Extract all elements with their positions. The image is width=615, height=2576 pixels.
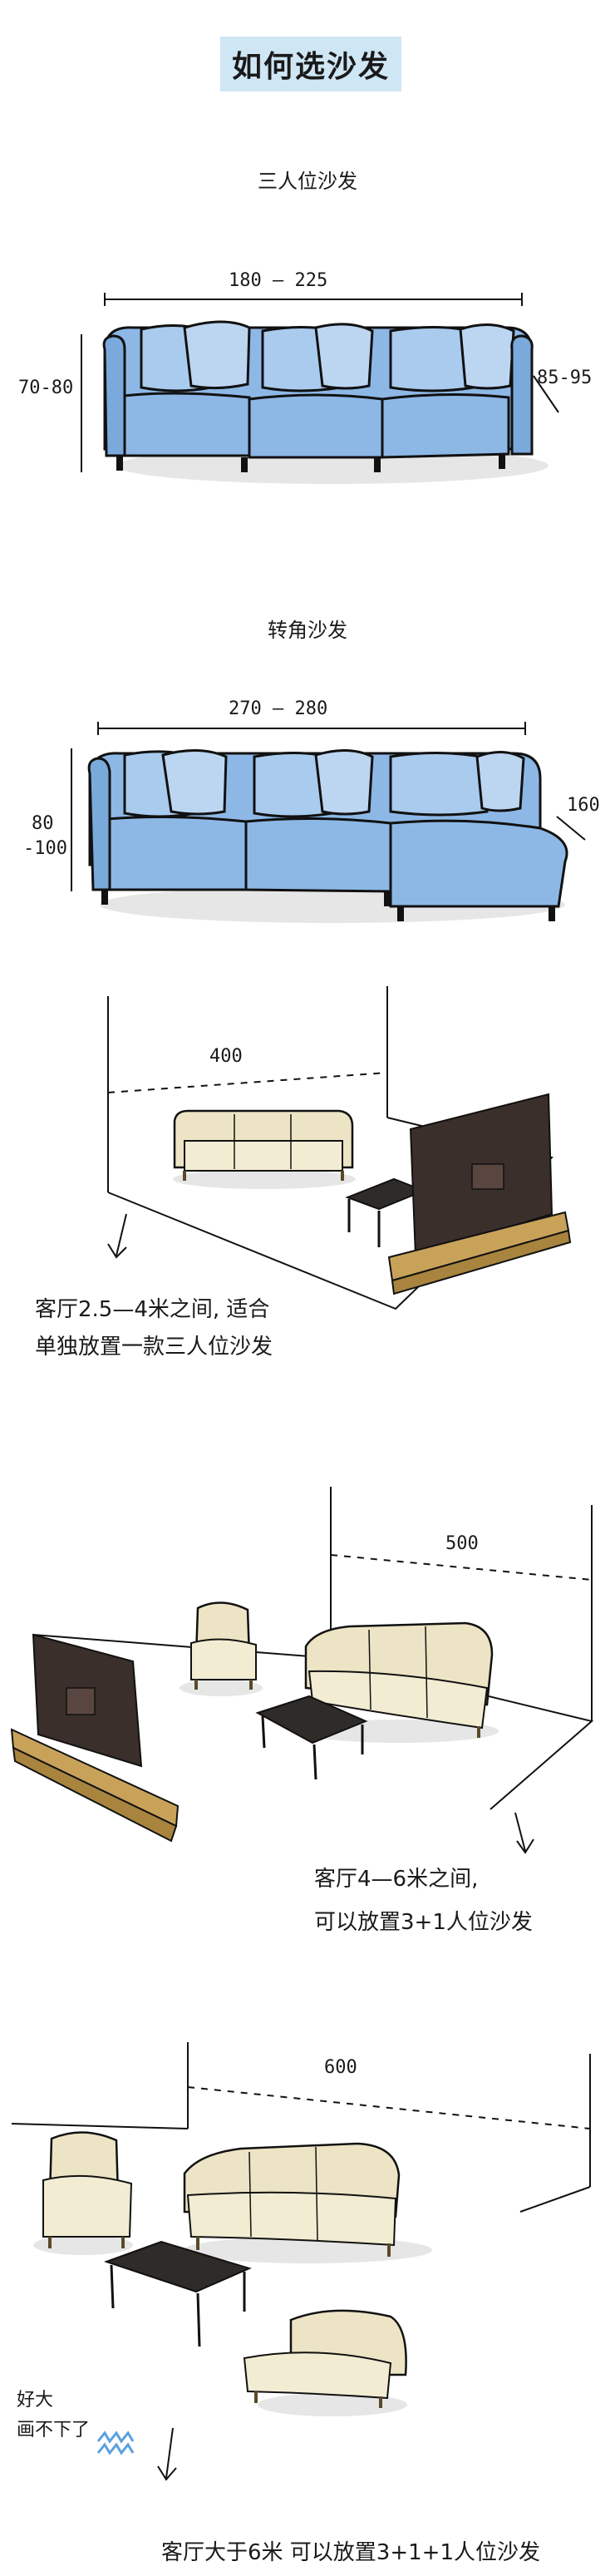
three-seat-depth-label: 85-95 [537, 368, 593, 388]
three-seat-width-label: 180 — 225 [229, 270, 328, 291]
page-title: 如何选沙发 [231, 50, 390, 84]
room-600-side-note-line1: 好大 [17, 2390, 54, 2411]
room-500-caption-line1: 客厅4—6米之间, [314, 1867, 479, 1892]
room-600-width-label: 600 [324, 2057, 357, 2078]
corner-height-label-1: 80 [32, 813, 54, 834]
three-seat-sofa-illustration [81, 293, 559, 484]
room-500-width-label: 500 [445, 1533, 479, 1554]
page-title-box: 如何选沙发 [220, 37, 401, 91]
corner-height-label-2: -100 [23, 838, 67, 859]
three-seat-height-label: 70-80 [18, 378, 74, 398]
room-400-caption-line1: 客厅2.5—4米之间, 适合 [35, 1297, 270, 1322]
room-500-caption-line2: 可以放置3+1人位沙发 [314, 1910, 533, 1935]
corner-width-label: 270 — 280 [229, 698, 328, 719]
corner-sofa-title: 转角沙发 [268, 619, 347, 642]
room-400-illustration [107, 986, 572, 1310]
three-seat-title: 三人位沙发 [258, 170, 357, 193]
room-400-caption-line2: 单独放置一款三人位沙发 [35, 1335, 273, 1360]
room-600-caption: 客厅大于6米 可以放置3+1+1人位沙发 [161, 2540, 541, 2565]
room-600-illustration [11, 2042, 591, 2481]
room-600-side-note-line2: 画不下了 [17, 2420, 91, 2440]
corner-sofa-illustration [71, 722, 586, 923]
room-400-width-label: 400 [209, 1046, 243, 1067]
corner-depth-label: 160 [567, 795, 600, 816]
room-500-illustration [10, 1487, 594, 1854]
